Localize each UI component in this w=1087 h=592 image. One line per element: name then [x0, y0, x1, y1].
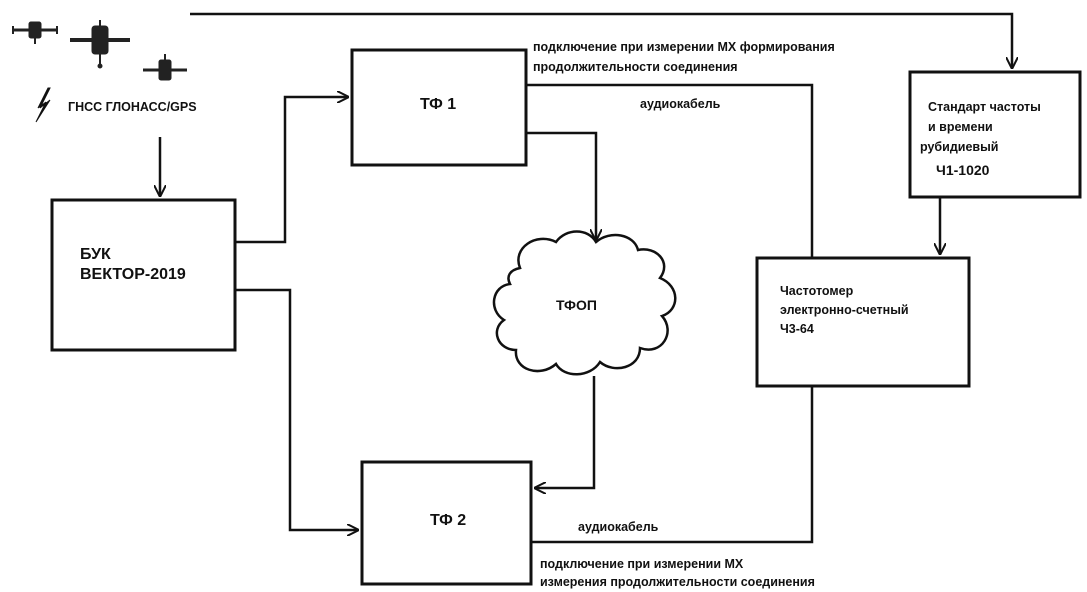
tf1-to-tfop-arrow — [526, 131, 596, 240]
counter-box — [755, 256, 971, 388]
counter-line2: электронно-счетный — [780, 303, 909, 317]
counter-line3: Ч3-64 — [780, 322, 814, 336]
bottom-note-line1: подключение при измерении МХ — [540, 557, 744, 571]
tfop-label: ТФОП — [556, 297, 597, 313]
standard-line1: Стандарт частоты — [928, 100, 1041, 114]
audio-cable-top-label: аудиокабель — [640, 97, 721, 111]
tf1-box — [350, 48, 528, 167]
tf2-label: ТФ 2 — [430, 512, 467, 529]
tfop-to-tf2-arrow — [535, 376, 596, 488]
standard-line3: рубидиевый — [920, 140, 999, 154]
top-note-line1: подключение при измерении МХ формировани… — [533, 40, 835, 54]
satellite-icon — [143, 54, 187, 81]
gnss-to-standard-line — [190, 12, 1012, 68]
standard-box — [908, 70, 1082, 199]
buk-box — [50, 198, 237, 352]
bottom-note-line2: измерения продолжительности соединения — [540, 575, 815, 589]
audio-cable-bottom-label: аудиокабель — [578, 520, 659, 534]
satellite-icon — [12, 21, 58, 44]
gnss-label: ГНСС ГЛОНАСС/GPS — [68, 100, 197, 114]
tf1-audio-cable-line — [526, 83, 814, 258]
buk-label-line1: БУК — [80, 246, 111, 263]
counter-line1: Частотомер — [780, 284, 854, 298]
tf1-label: ТФ 1 — [420, 96, 457, 113]
tf2-audio-cable-line — [531, 386, 814, 544]
buk-to-tf2-line — [235, 288, 358, 530]
signal-bolt-icon — [35, 87, 51, 123]
tf2-box — [360, 460, 533, 586]
standard-line4: Ч1-1020 — [936, 162, 990, 178]
top-note-line2: продолжительности соединения — [533, 60, 738, 74]
satellite-icon — [70, 20, 130, 69]
tfop-cloud — [492, 230, 677, 376]
standard-line2: и времени — [928, 120, 993, 134]
buk-label-line2: ВЕКТОР-2019 — [80, 266, 186, 283]
buk-to-tf1-line — [235, 97, 348, 244]
